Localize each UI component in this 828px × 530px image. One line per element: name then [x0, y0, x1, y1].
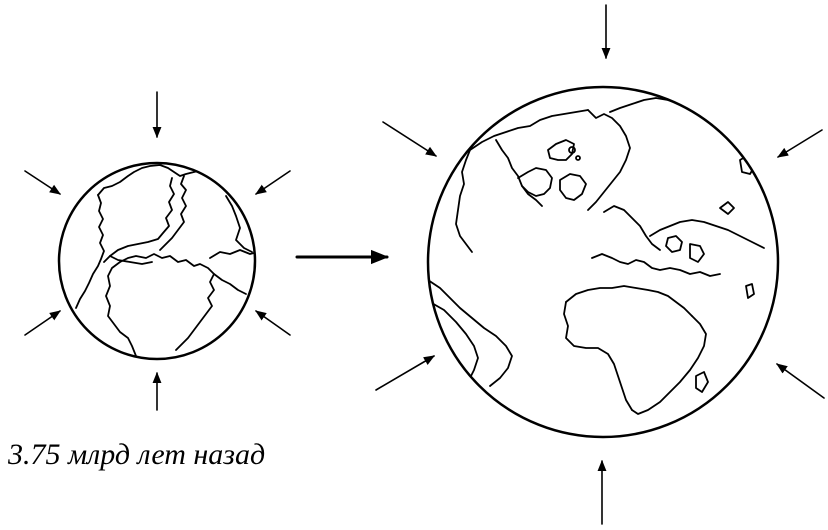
inward-arrow-icon: [25, 171, 60, 194]
inward-arrow-icon: [777, 364, 824, 398]
inward-arrow-icon: [256, 171, 290, 194]
inward-arrow-icon: [778, 130, 822, 157]
early-earth-globe-icon: [59, 163, 258, 359]
modern-globe-force-arrows: [376, 5, 824, 524]
modern-earth-globe-icon: [428, 87, 778, 437]
inward-arrow-icon: [256, 311, 290, 335]
inward-arrow-icon: [25, 311, 60, 335]
inward-arrow-icon: [383, 122, 436, 156]
modern-continent-outlines: [428, 98, 764, 414]
time-caption: 3.75 млрд лет назад: [8, 437, 265, 473]
inward-arrow-icon: [376, 356, 434, 390]
